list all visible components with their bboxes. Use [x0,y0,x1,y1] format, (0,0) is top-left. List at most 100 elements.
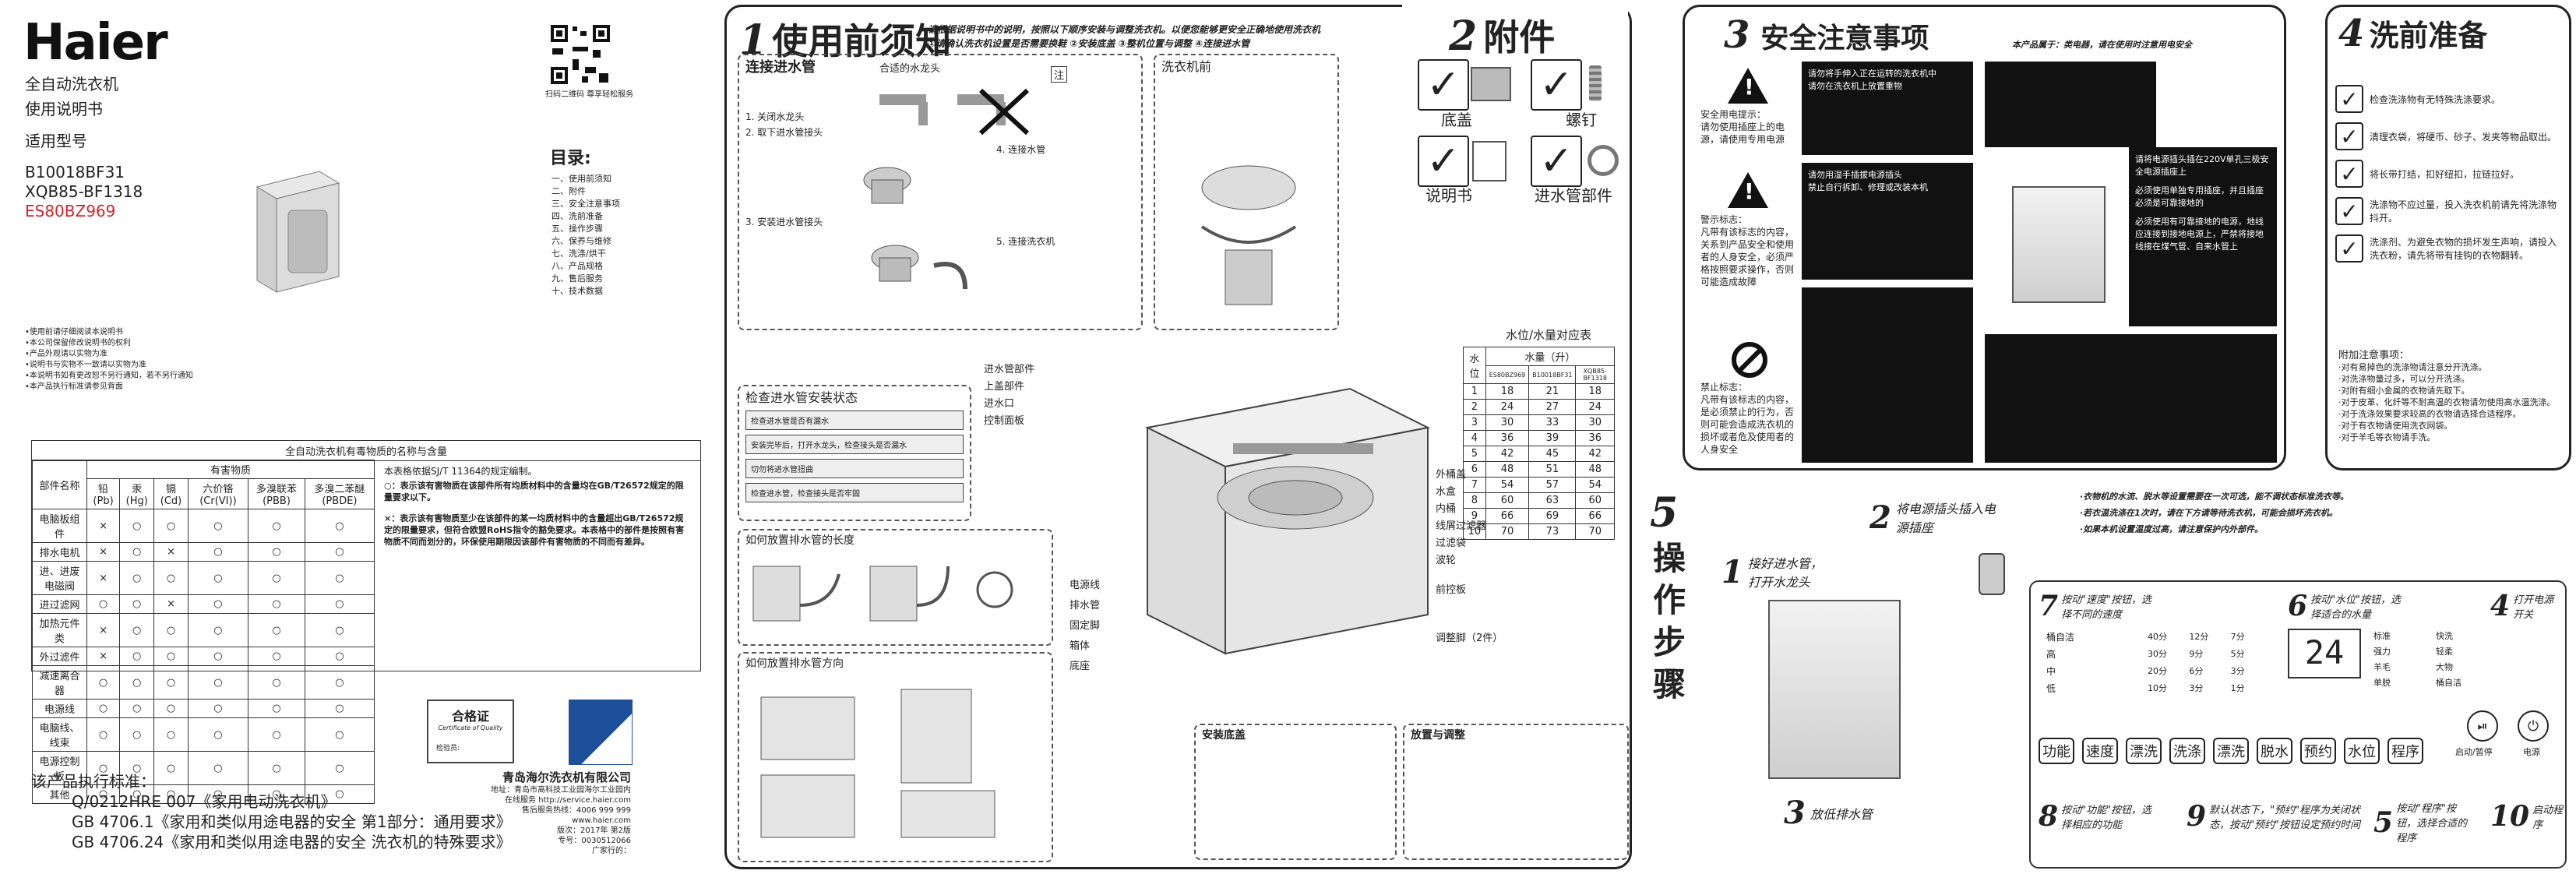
hazard-cell: ○ [153,613,189,647]
part-label: 箱体 [1070,640,1091,652]
toc-item[interactable]: 七、洗涤/烘干 [551,248,606,259]
hazard-col-head: 汞(Hg) [119,478,155,509]
hazard-cell: ○ [248,542,305,562]
section-5-panel: 5 操作步骤 1 接好进水管，打开水龙头 2 将电源插头插入电源插座 3 放低排… [1644,483,2574,872]
toc-item[interactable]: 四、洗前准备 [551,211,603,221]
level-cell: 36 [1485,430,1530,446]
hazard-cell: 进、进废电磁阀 [32,561,87,595]
section-title: 操作步骤 [1653,539,1686,703]
hazard-row: 电源控制板○○○○○○ [32,751,375,785]
hazard-col-head: 镉(Cd) [153,478,189,509]
hazard-cell: 电源控制板 [32,751,87,785]
safety-block-head: 安全用电提示： [1700,109,1767,120]
hazard-cell: ○ [119,647,155,666]
drain-drawing [752,566,1013,622]
op-step: 5 按动"程序"按钮，选择合适的程序 [2373,800,2474,844]
program-button[interactable]: 程序 [2387,738,2423,764]
section-1-header: 1 使用前须知 [739,13,951,65]
grounding-panel: 请将电源插头插在220V单孔三极安全电源插座上 必须使用单独专用插座，并且插座必… [2129,147,2277,326]
prep-note: ·对于洗涤效果要求较高的衣物请选择合适程序。 [2338,409,2521,419]
safety-block-head: 禁止标志： [1700,382,1748,393]
section-title: 安全注意事项 [1760,23,1929,55]
level-cell: 54 [1575,477,1615,493]
brand-logo: Haier [23,14,168,72]
step-text: 按动"功能"按钮，选择相应的功能 [2061,805,2152,831]
toc-item[interactable]: 八、产品规格 [551,261,603,271]
model-2: XQB85-BF1318 [25,182,143,201]
applicable-label: 适用型号 [25,132,87,150]
edition-label: 版次： [557,826,580,835]
hotline-label: 售后服务热线： [522,806,577,815]
power-button[interactable]: ⏻ [2518,710,2549,742]
drain-direction-title: 如何放置排水管方向 [745,657,844,670]
toc-item[interactable]: 二、附件 [551,186,586,196]
water-level-button[interactable]: 水位 [2344,738,2380,764]
start-pause-button[interactable]: ⏯ [2467,710,2498,742]
hazard-cell: ○ [304,542,375,562]
cover-note: •说明书与实物不一致请以实物为准 [25,361,146,369]
step-number: 5 [2373,805,2394,839]
parts-right: 外桶盖 水盒 内桶 线屑过滤器 过滤袋 波轮 前控板 调整脚（2件） [1436,467,1503,647]
hazard-cell: ○ [304,509,375,543]
cover-note: •产品外观请以实物为准 [25,350,107,358]
power-label: 电源 [2523,747,2540,757]
toc-item[interactable]: 一、使用前须知 [551,174,611,184]
level-cell: 73 [1528,523,1577,540]
rinse-button[interactable]: 漂洗 [2213,738,2249,764]
op-step: 4 打开电源开关 [2490,590,2560,622]
toc-item[interactable]: 五、操作步骤 [551,224,603,234]
wash-button[interactable]: 洗涤 [2169,738,2205,764]
hose-drawing [863,167,967,290]
check-item: 检查进水管，检查接头是否牢固 [745,483,964,502]
op-step: 3 放低排水管 [1784,795,1873,831]
level-label: 10分 [2148,683,2167,693]
hazard-cell: 外过滤件 [32,647,87,666]
hazard-note-1: ○：表示该有害物质在该部件所有均质材料中的含量均在GB/T26572规定的限量要… [384,481,684,502]
hazard-cell: ○ [119,594,155,614]
level-cell: 57 [1528,477,1577,493]
op-notes: ·衣物机的水流、脱水等设置需要在一次可选，能不调状态标准洗衣等。 ·若衣温洗涤在… [2080,491,2376,535]
panel-label: 中 [2046,666,2056,677]
level-cell: 30 [1575,414,1615,431]
service-link[interactable]: http://service.haier.com [538,796,631,805]
panel-label: 低 [2046,683,2056,694]
hazard-cell: ○ [304,647,375,666]
toc-item[interactable]: 三、安全注意事项 [551,199,620,209]
cert-inspector: 检验员: [436,745,460,752]
drain-direction-drawing [760,689,996,838]
rinse-button[interactable]: 漂洗 [2126,738,2162,764]
level-cell: 33 [1528,414,1577,431]
prep-note: ·对于皮革、化纤等不耐高温的衣物请勿使用高水温洗涤。 [2338,397,2556,407]
step-number: 9 [2187,800,2207,833]
function-button[interactable]: 功能 [2039,738,2074,764]
panel-label: 高 [2046,649,2056,660]
level-cell: 4 [1463,430,1486,446]
level-cell: 21 [1528,383,1577,400]
toc-item[interactable]: 十、技术数据 [551,286,603,296]
prep-text: 检查洗涤物有无特殊洗涤要求。 [2370,93,2501,105]
hazard-cell: ○ [119,509,155,543]
check-item: 检查进水管是否有漏水 [745,411,964,430]
level-labels: 40分 12分 7分 30分 9分 5分 20分 6分 3分 10分 3分 1分 [2148,629,2272,697]
hazard-cell: × [153,542,189,562]
level-label: 20分 [2148,666,2167,676]
toc-item[interactable]: 六、保养与维修 [551,236,611,246]
checkmark-icon: ✓ [2335,197,2363,225]
qr-code[interactable] [549,23,611,86]
hazard-cell: ○ [187,699,249,718]
hazard-cell: 电脑线、线束 [32,717,87,752]
toc-item[interactable]: 九、售后服务 [551,273,603,284]
delay-button[interactable]: 预约 [2300,738,2336,764]
part-label: 控制面板 [984,415,1025,427]
step-text: 按动"程序"按钮，选择合适的程序 [2396,803,2468,844]
hazard-table-box: 全自动洗衣机有毒物质的名称与含量 部件名称 有害物质 铅(Pb) 汞(Hg) 镉… [31,440,701,804]
step-text: 按动"水位"按钮，选择适合的水量 [2310,594,2402,621]
hazard-cell: ○ [304,613,375,647]
hazard-cell: ○ [86,717,121,752]
speed-button[interactable]: 速度 [2082,738,2118,764]
spin-button[interactable]: 脱水 [2257,738,2292,764]
program-label: 强力 [2373,647,2391,657]
section-2-header: 2 附件 [1449,9,1555,61]
website-link[interactable]: www.haier.com [572,816,631,825]
level-cell: 5 [1463,446,1486,462]
